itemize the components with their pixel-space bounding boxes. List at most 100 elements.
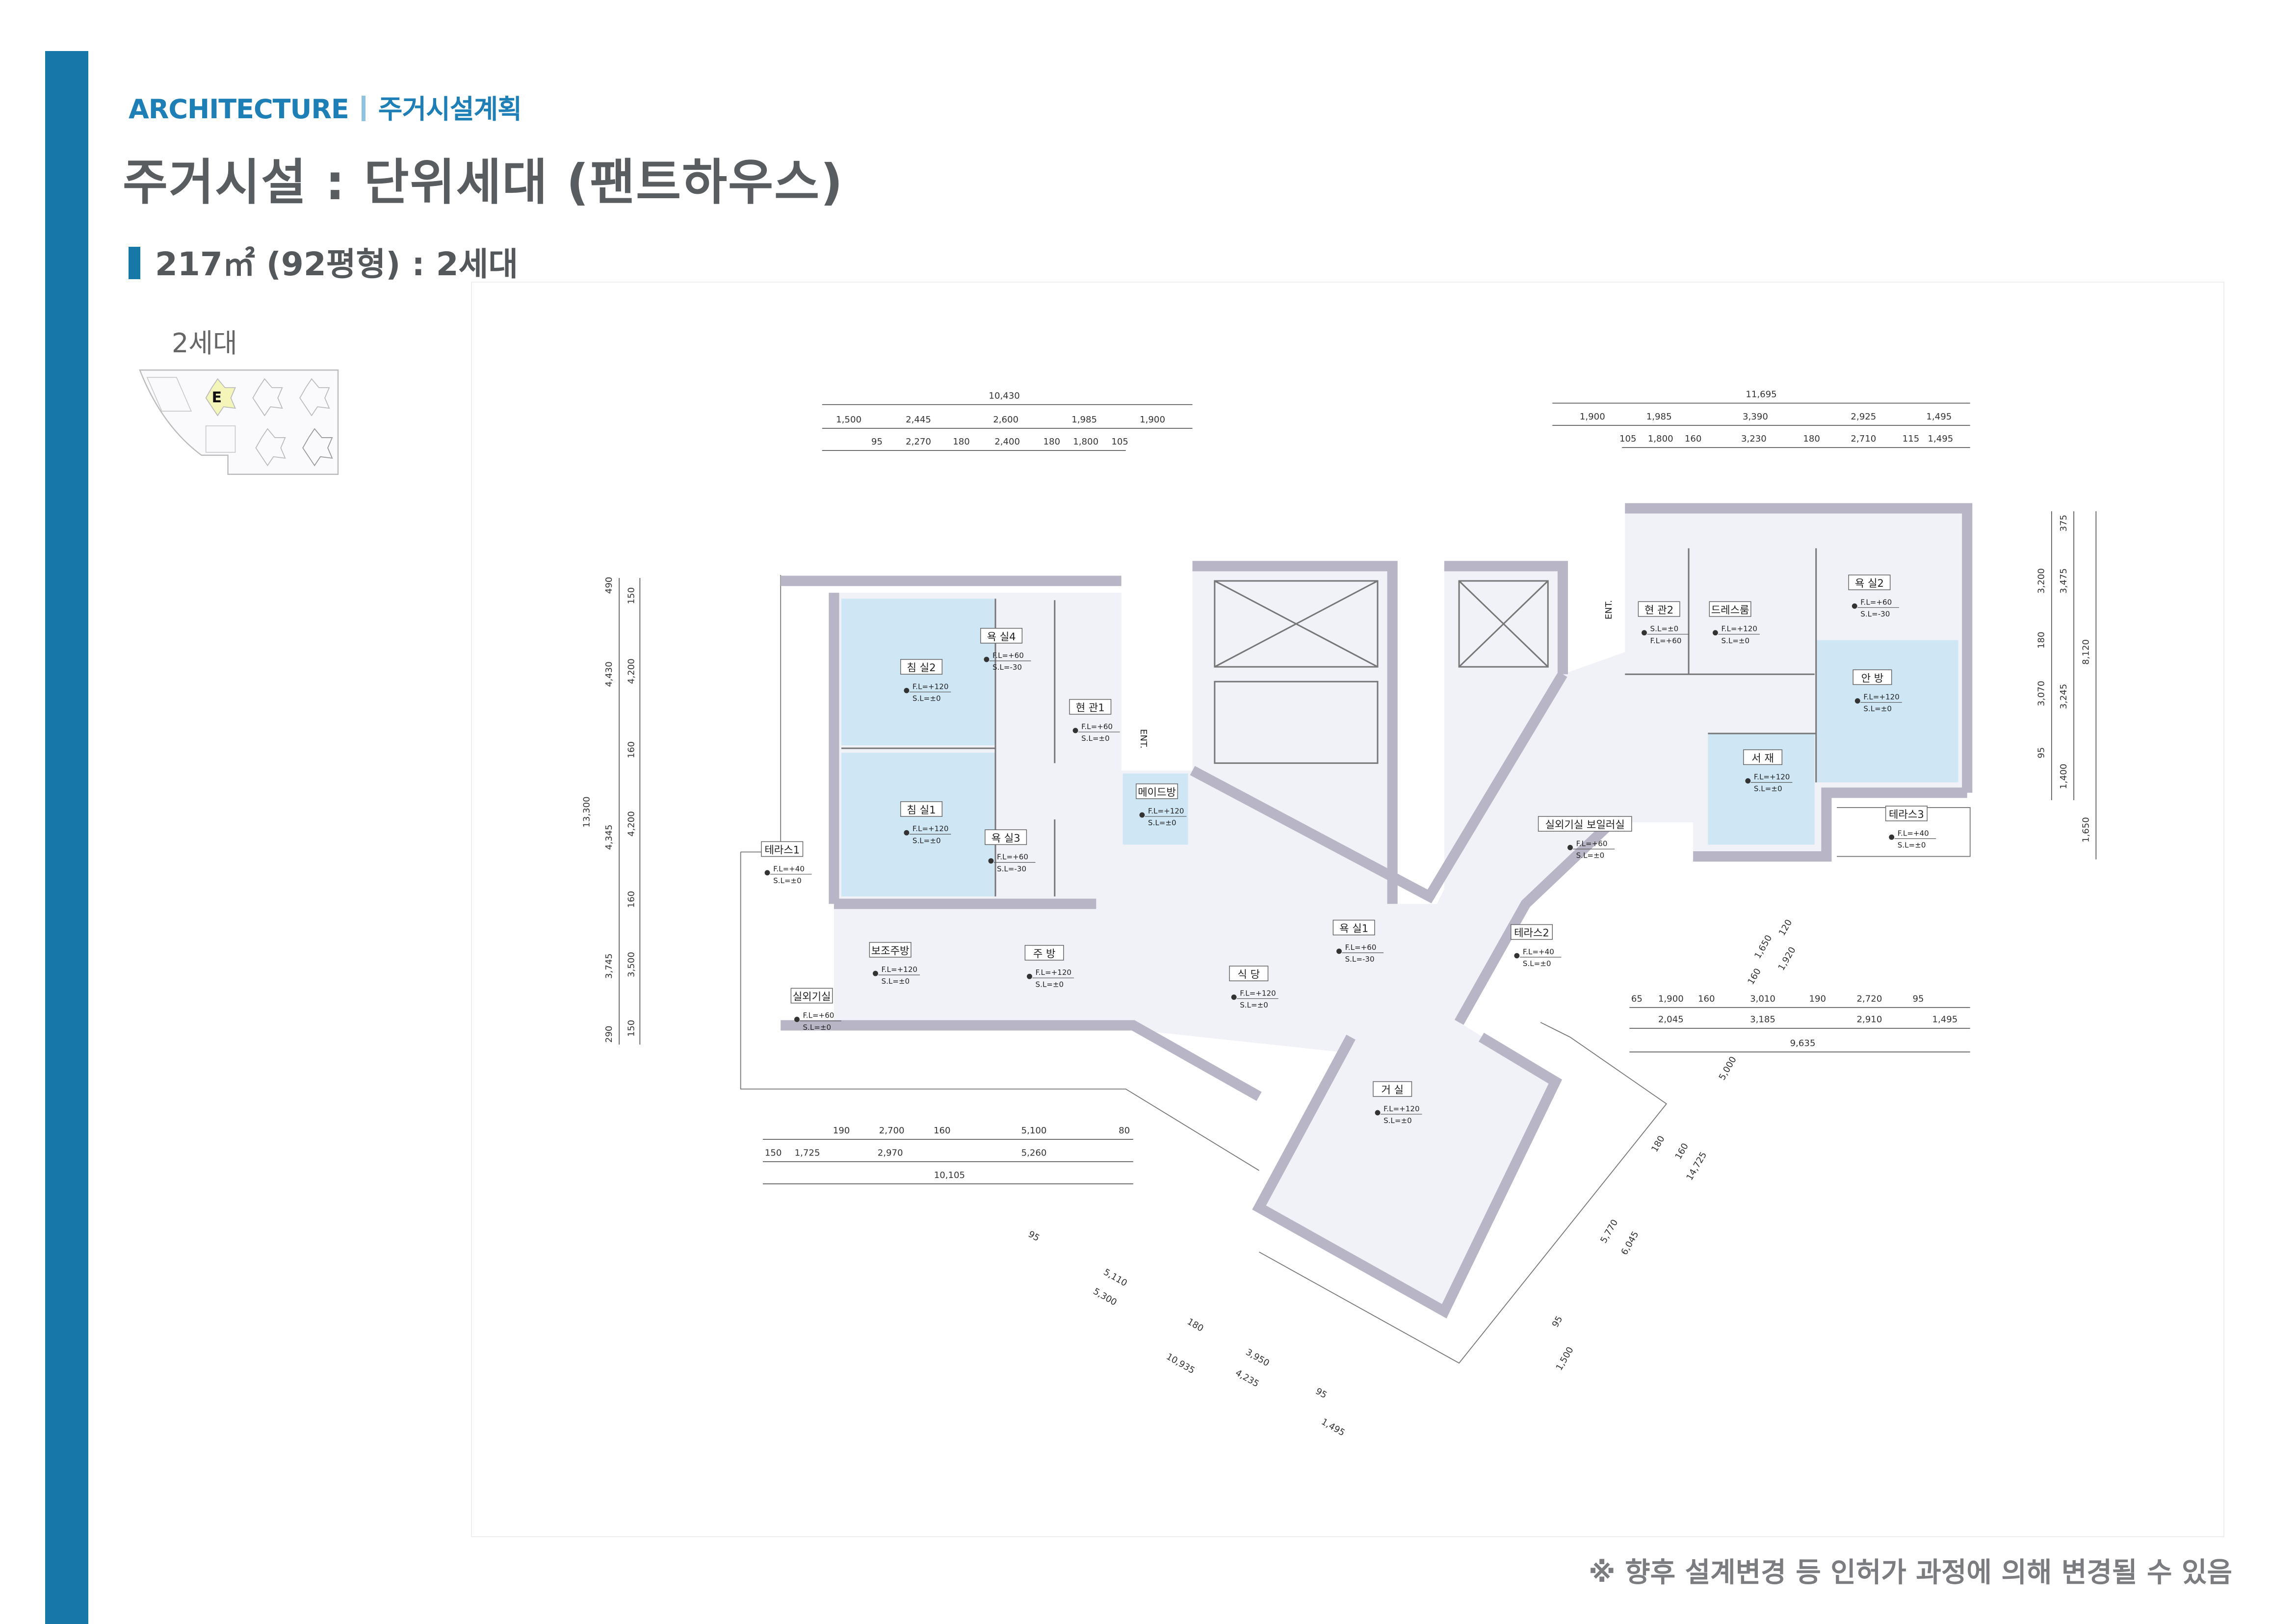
dimension-label-diagonal-bottom: 1,495	[1319, 1416, 1346, 1438]
dimension-label-left: 3,745	[604, 953, 614, 979]
slab-level: S.L=±0	[1036, 980, 1064, 989]
dimension-label-middle-right: 2,045	[1658, 1015, 1684, 1025]
dimension-label-top-left: 1,800	[1073, 437, 1098, 447]
room-label: 욕 실4F.L=+60S.L=-30	[980, 628, 1031, 672]
dimension-label-diagonal-bottom: 5,110	[1102, 1267, 1129, 1288]
floor-level: F.L=+120	[913, 824, 949, 833]
elevator	[1214, 580, 1379, 668]
dimension-label-diagonal-right: 1,920	[1776, 945, 1798, 972]
key-plan: E	[139, 369, 339, 475]
level-marker-icon	[1745, 778, 1751, 784]
dimension-label-middle-right: 1,900	[1658, 994, 1684, 1004]
dimension-label-top-left: 1,500	[836, 415, 861, 425]
room-name: 보조주방	[871, 944, 910, 957]
wall	[1444, 561, 1568, 675]
room-name: 테라스1	[764, 844, 800, 856]
room-name-box	[1852, 669, 1892, 685]
room-name-box	[980, 628, 1023, 644]
room-name: 메이드방	[1138, 786, 1176, 798]
dimension-label-diagonal-bottom: 4,235	[1233, 1368, 1260, 1389]
dimension-label-top-right: 115	[1903, 434, 1920, 444]
floor-level: F.L=+120	[1148, 807, 1184, 815]
room-name-box	[1638, 601, 1680, 617]
dimension-label-left: 490	[604, 577, 614, 594]
room-name: 드레스룸	[1711, 603, 1749, 616]
floor-level: F.L=+60	[1860, 598, 1892, 606]
dimension-label-top-right: 1,800	[1648, 434, 1673, 444]
dimension-label-bottom-left: 80	[1119, 1126, 1130, 1136]
wall	[781, 1020, 1262, 1101]
dimension-label-top-right: 2,925	[1851, 412, 1876, 422]
dimension-label-right: 1,650	[2081, 817, 2091, 842]
floor-level: F.L=+60	[997, 853, 1028, 862]
dimension-label-left: 4,345	[604, 824, 614, 850]
room-name-box	[900, 801, 943, 817]
interior-walls	[841, 548, 1817, 897]
block-outline	[252, 378, 283, 417]
slab-level: S.L=±0	[1898, 840, 1926, 849]
room-name: 테라스3	[1889, 808, 1924, 820]
dimension-label-left: 3,500	[626, 952, 636, 977]
dimension-label-bottom-left: 2,970	[878, 1148, 903, 1158]
room-name: 현 관1	[1076, 702, 1105, 714]
room-label: 욕 실1F.L=+60S.L=-30	[1332, 919, 1384, 964]
site-outline	[139, 369, 339, 475]
slab-level: S.L=±0	[1383, 1116, 1412, 1125]
dimension-label-diagonal-right: 160	[1746, 967, 1763, 986]
brand-side-bar	[45, 51, 88, 1624]
dimension-label-diagonal-right: 6,045	[1619, 1230, 1641, 1257]
dimension-label-top-left: 1,985	[1071, 415, 1097, 425]
unit-type-text: 217㎡ (92평형) : 2세대	[155, 245, 519, 283]
level-marker-icon	[984, 656, 990, 662]
dimension-label-middle-right: 2,910	[1857, 1015, 1882, 1025]
dimension-label-bottom-left: 150	[765, 1148, 782, 1158]
slab-level: S.L=±0	[803, 1023, 831, 1032]
dimension-label-top-left: 2,270	[906, 437, 931, 447]
room-name: 욕 실2	[1855, 577, 1884, 589]
dimension-label-diagonal-right: 160	[1673, 1141, 1691, 1161]
dimension-label-top-right: 105	[1619, 434, 1637, 444]
dimension-label-diagonal-bottom: 10,935	[1164, 1352, 1196, 1376]
level-marker-icon	[1072, 728, 1078, 733]
dimension-label-top-right: 180	[1803, 434, 1820, 444]
entrance-label: ENT.	[1604, 600, 1614, 620]
dimension-label-top-right: 1,985	[1646, 412, 1672, 422]
slab-level: S.L=±0	[1576, 851, 1605, 860]
unit-type-heading: 217㎡ (92평형) : 2세대	[129, 238, 518, 285]
room-name-box	[1743, 749, 1783, 765]
floor-level: F.L=+40	[773, 864, 805, 873]
dimension-label-diagonal-bottom: 95	[1026, 1229, 1041, 1244]
master-bedroom-area	[1816, 640, 1958, 783]
level-marker-icon	[1231, 994, 1237, 1000]
level-marker-icon	[1139, 812, 1145, 818]
stair	[1214, 681, 1379, 764]
dimension-label-middle-right: 190	[1809, 994, 1826, 1004]
room-label: 현 관1F.L=+60S.L=±0	[1069, 699, 1120, 743]
level-marker-icon	[1514, 953, 1520, 959]
dimension-label-top-left: 105	[1111, 437, 1128, 447]
room-name: 욕 실1	[1339, 922, 1368, 935]
dimension-label-bottom-left: 160	[934, 1126, 951, 1136]
dimension-label-left: 4,200	[626, 658, 636, 684]
dimension-label-top-right: 3,230	[1741, 434, 1767, 444]
slab-level: S.L=-30	[1860, 609, 1890, 618]
slab-level: S.L=±0	[773, 876, 802, 885]
dimension-label-top-right: 2,710	[1851, 434, 1876, 444]
dimension-label-right: 8,120	[2081, 639, 2091, 665]
dimension-label-top-left: 180	[953, 437, 970, 447]
dimension-label-diagonal-right: 5,000	[1717, 1055, 1739, 1082]
room-name-box	[1510, 924, 1553, 940]
dimension-label-left: 160	[626, 891, 636, 908]
dimension-label-right: 3,200	[2036, 568, 2047, 594]
dimension-label-left: 4,430	[604, 661, 614, 687]
dimension-label-bottom-left: 10,105	[934, 1170, 965, 1180]
dimension-label-top-right: 3,390	[1743, 412, 1768, 422]
